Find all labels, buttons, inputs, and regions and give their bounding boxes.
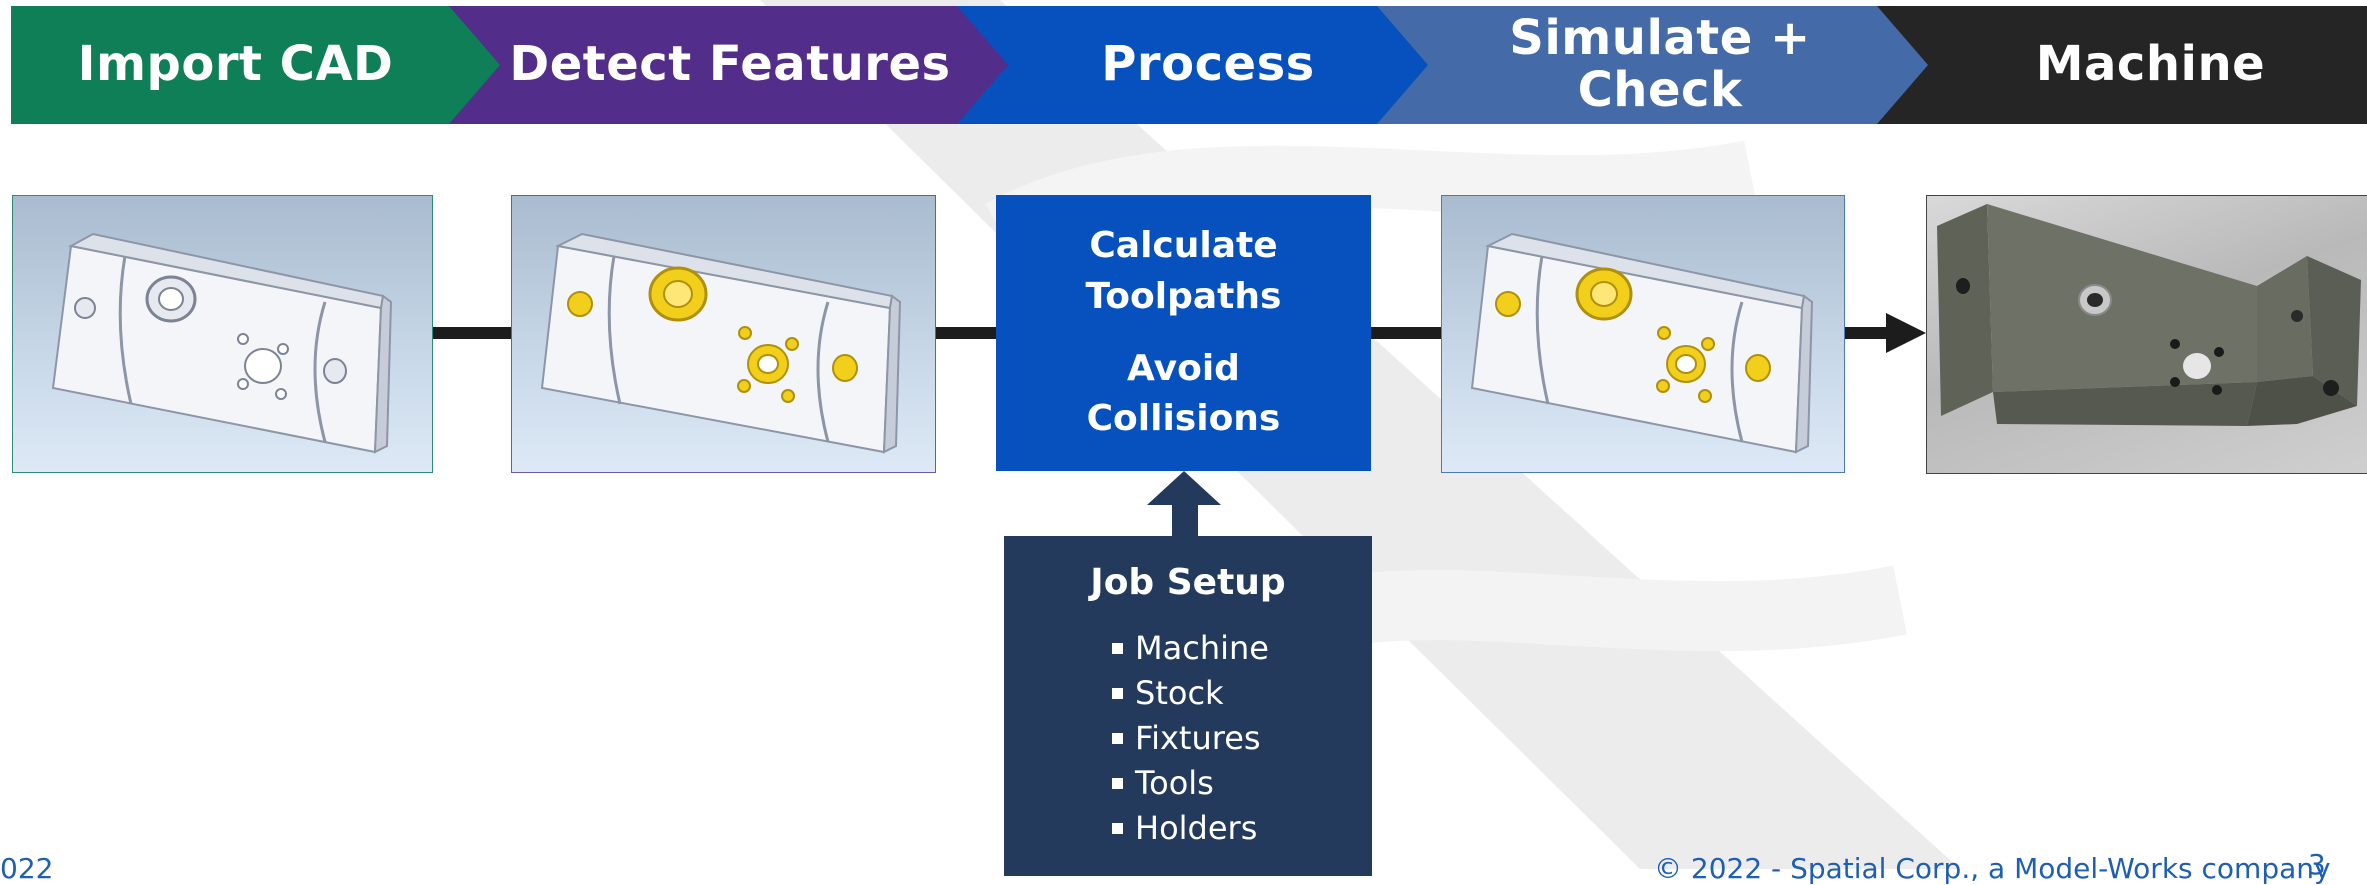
arrow-right-icon [1886,313,1926,353]
bullet-icon [1112,733,1123,744]
workflow-banner: Import CAD Detect Features Process Simul… [0,6,2367,124]
list-item: Tools [1112,761,1269,806]
list-item: Machine [1112,626,1269,671]
list-item-label: Machine [1135,629,1269,667]
process-line-calculate: Calculate [1089,225,1278,267]
bullet-icon [1112,688,1123,699]
list-item-label: Stock [1135,674,1224,712]
step-label-line1: Simulate + [1509,10,1811,67]
job-setup-title: Job Setup [1090,562,1286,603]
list-item: Holders [1112,806,1269,851]
cad-part-drawing [51,232,393,454]
step-machine: Machine [1874,6,2367,124]
footer-page-number: 3 [2308,848,2326,881]
process-line-toolpaths: Toolpaths [1085,275,1282,317]
step-detect-features: Detect Features [448,6,1008,124]
bullet-icon [1112,778,1123,789]
process-line-avoid: Avoid [1127,348,1240,389]
bullet-icon [1112,643,1123,654]
process-line-collisions: Collisions [1086,398,1281,440]
step-label: Machine [2035,36,2266,93]
simulated-part-image [1441,195,1845,473]
machined-part-photo [1926,195,2367,474]
connector-4-5 [1843,327,1889,339]
step-label-line2: Check [1577,62,1743,118]
connector-2-3 [934,327,996,339]
job-setup-list: Machine Stock Fixtures Tools Holders [1112,626,1269,851]
step-simulate-check: Simulate + Check [1372,6,1928,124]
process-box: Calculate Toolpaths Avoid Collisions [996,195,1371,471]
bullet-icon [1112,823,1123,834]
list-item-label: Fixtures [1135,719,1261,757]
step-label: Process [1101,36,1315,93]
detected-features-image [511,195,936,473]
list-item: Stock [1112,671,1269,716]
job-setup-box: Job Setup Machine Stock Fixtures Tools H… [1004,536,1372,876]
simulated-part-drawing [1470,232,1814,454]
list-item: Fixtures [1112,716,1269,761]
arrow-up-stem [1172,504,1198,539]
cad-part-image [12,195,433,473]
connector-1-2 [431,327,511,339]
machined-part-drawing [1937,204,2361,426]
list-item-label: Tools [1135,764,1214,802]
step-import-cad: Import CAD [11,6,500,124]
step-label: Import CAD [77,36,394,93]
list-item-label: Holders [1135,809,1258,847]
step-label: Detect Features [509,36,951,93]
detected-features-drawing [540,232,902,454]
step-process: Process [956,6,1428,124]
arrow-up-icon [1147,471,1221,505]
connector-3-4 [1371,327,1441,339]
